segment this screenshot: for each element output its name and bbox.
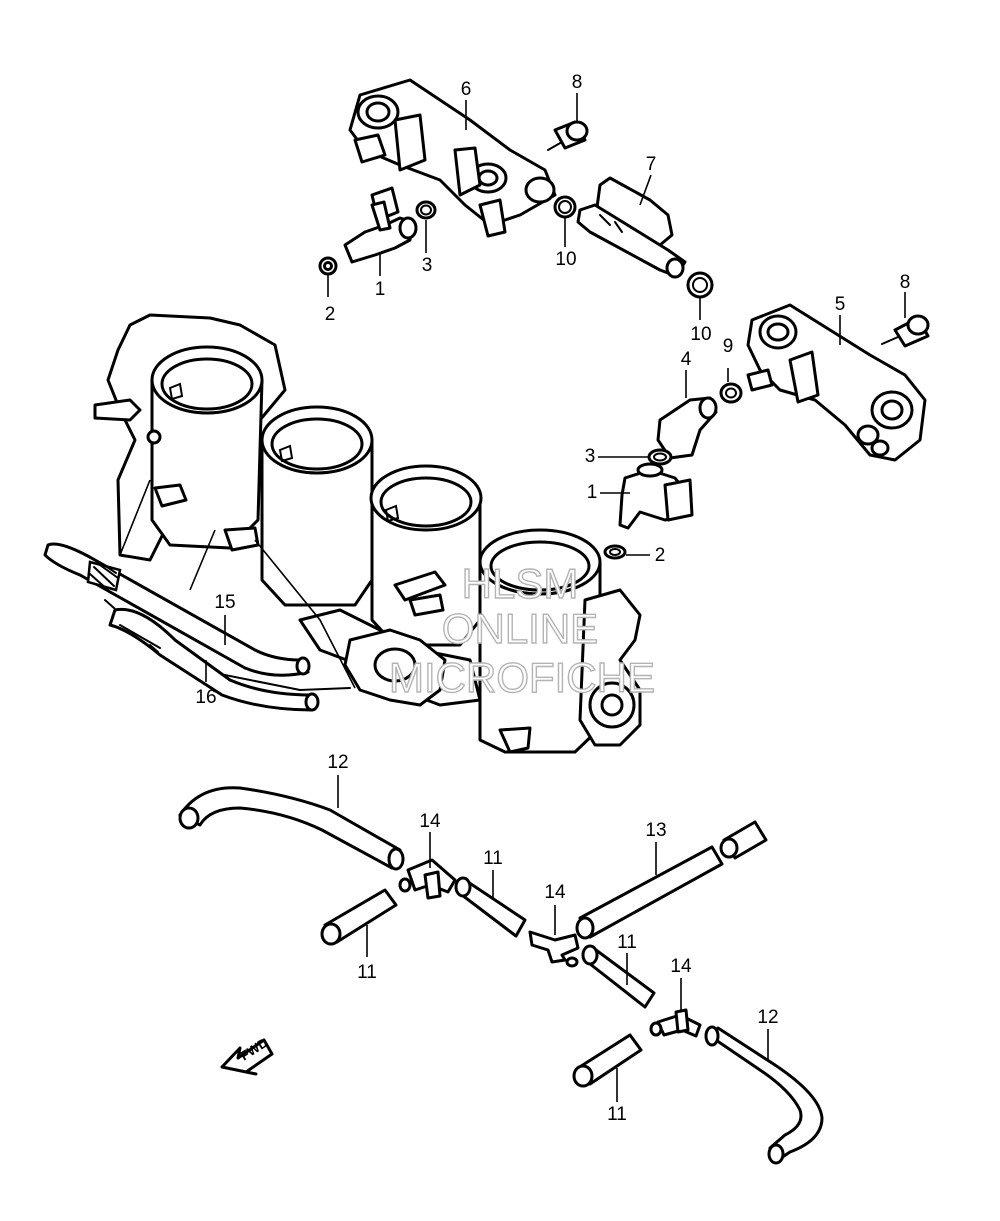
callout-13: 13 xyxy=(645,820,666,841)
o-ring-9 xyxy=(719,382,743,404)
callout-12-left: 12 xyxy=(327,752,348,773)
fuel-joint-7 xyxy=(576,176,687,279)
bolt-8-upper xyxy=(547,120,589,151)
callout-6: 6 xyxy=(461,79,472,100)
fuel-delivery-pipe-6 xyxy=(348,78,557,238)
callout-2-upper: 2 xyxy=(325,304,336,325)
callout-11-right: 11 xyxy=(617,932,637,953)
callout-16: 16 xyxy=(195,687,216,708)
callout-8-upper: 8 xyxy=(572,72,583,93)
callout-3-lower: 3 xyxy=(585,446,596,467)
pipe-11-left xyxy=(320,888,398,946)
callout-2-lower: 2 xyxy=(655,545,666,566)
pipe-11-right xyxy=(581,944,656,1009)
washer-2-upper xyxy=(318,256,338,276)
callout-3-upper: 3 xyxy=(422,255,433,276)
fuel-delivery-pipe-5 xyxy=(746,303,927,462)
o-ring-3-lower xyxy=(647,448,673,466)
o-ring-10-left xyxy=(553,195,577,219)
callout-5: 5 xyxy=(835,294,846,315)
callout-14-center: 14 xyxy=(544,882,566,903)
pipe-11-center xyxy=(454,876,527,938)
callout-11-left: 11 xyxy=(357,962,377,983)
callout-8-right: 8 xyxy=(900,272,911,293)
t-joint-14-left xyxy=(398,858,457,900)
cap-4 xyxy=(656,396,718,460)
fuel-injector-1-upper xyxy=(343,186,418,264)
callout-14-right: 14 xyxy=(670,956,692,977)
t-joint-14-center xyxy=(528,930,580,968)
callout-10-left: 10 xyxy=(555,249,576,270)
callout-4: 4 xyxy=(681,349,692,370)
o-ring-3-upper xyxy=(415,200,437,220)
callout-1-lower: 1 xyxy=(587,482,598,503)
watermark-line-1: HLSM xyxy=(462,560,579,607)
watermark-line-3: MICROFICHE xyxy=(389,654,655,701)
washer-2-lower xyxy=(603,544,627,560)
callout-9: 9 xyxy=(723,336,734,357)
callout-11-bottom: 11 xyxy=(607,1104,627,1125)
hose-12-left xyxy=(178,786,405,871)
o-ring-10-right xyxy=(686,271,714,299)
callout-labels: 6 8 7 1 2 3 10 10 5 8 9 4 3 1 2 15 16 12… xyxy=(195,72,910,1125)
hose-15 xyxy=(43,542,311,677)
callout-15: 15 xyxy=(214,592,235,613)
callout-14-left: 14 xyxy=(419,811,441,832)
pipe-11-bottom xyxy=(572,1033,643,1088)
callout-1-upper: 1 xyxy=(375,279,386,300)
watermark-line-2: ONLINE xyxy=(442,605,598,652)
fwd-direction-arrow: FWD xyxy=(220,1035,274,1076)
throttle-body-assembly xyxy=(93,313,642,754)
watermark: HLSM ONLINE MICROFICHE xyxy=(388,559,655,701)
fuel-injector-1-lower xyxy=(618,462,694,530)
hose-16 xyxy=(108,607,320,712)
callout-11-center: 11 xyxy=(483,848,503,869)
leader-lines xyxy=(119,93,906,1102)
callout-12-right: 12 xyxy=(757,1007,778,1028)
t-joint-14-right xyxy=(649,1008,702,1038)
bolt-8-right xyxy=(881,314,930,348)
callout-7: 7 xyxy=(646,154,657,175)
hose-12-right xyxy=(704,1025,824,1165)
pipe-13 xyxy=(575,820,768,940)
callout-10-right: 10 xyxy=(690,324,711,345)
